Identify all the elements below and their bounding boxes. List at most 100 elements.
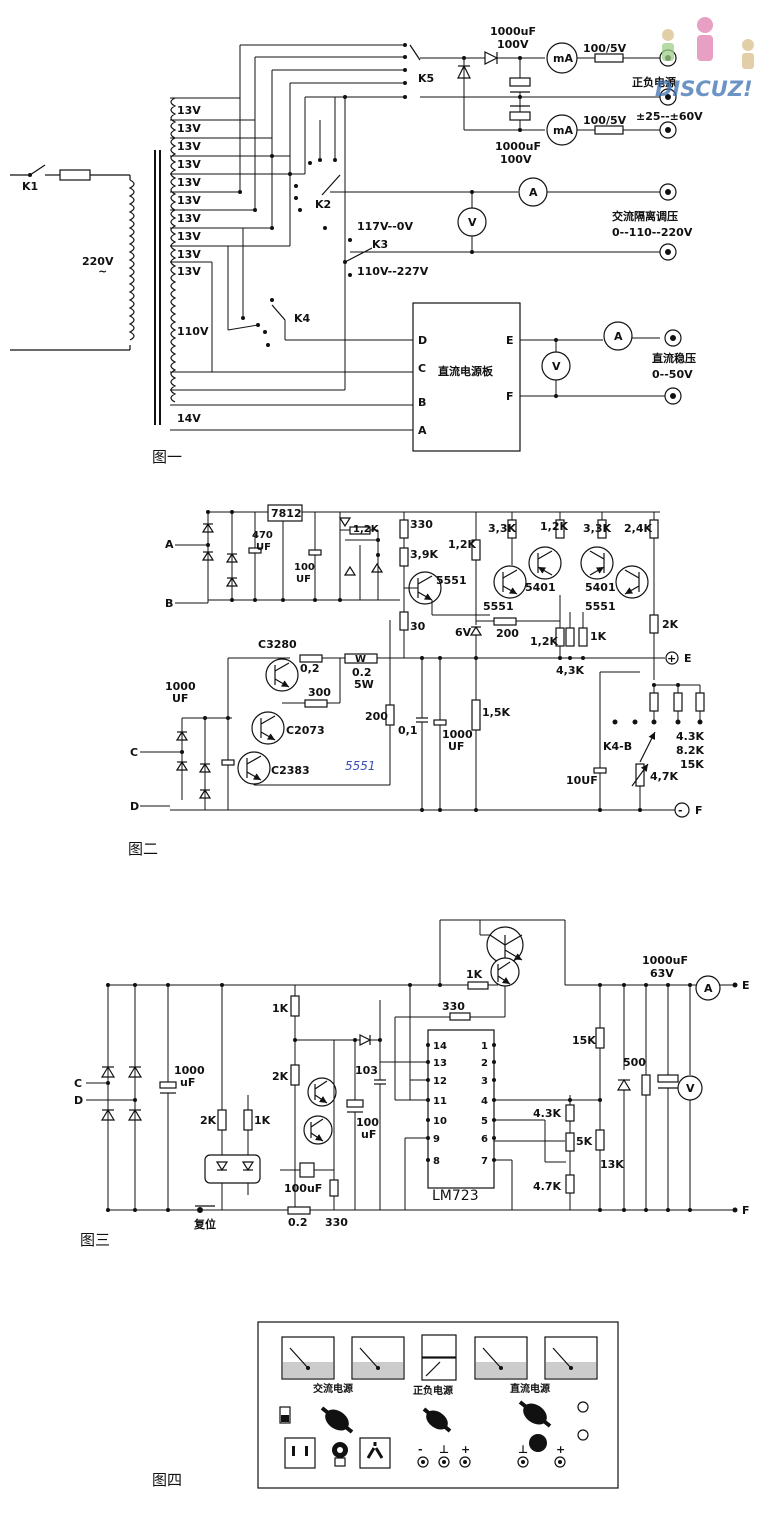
ic-pin-label: 8 (433, 1156, 440, 1167)
r24k-label: 2,4K (624, 522, 652, 535)
sel3-label: 15K (680, 758, 704, 771)
r12k-a-label: 1,2K (353, 524, 380, 535)
res1-label: 100/5V (583, 42, 627, 55)
sel1-label: 4.3K (676, 730, 704, 743)
pin-c: C (418, 362, 426, 375)
ic-pin (426, 1043, 430, 1047)
r39k-label: 3,9K (410, 548, 438, 561)
pin-e: E (684, 652, 692, 665)
c470u-label: UF (256, 542, 271, 553)
diode (484, 51, 499, 65)
figure-4-caption: 图四 (152, 1471, 182, 1489)
dc-ammeter (603, 321, 633, 351)
pin-c: C (74, 1077, 82, 1090)
pm-supply: 1000uF 100V 1000uF 100V mA mA 100/5V 100… (420, 25, 703, 166)
k4b-label: K4-B (603, 740, 632, 753)
tap-label: 13V (177, 265, 201, 278)
capacitor (509, 77, 531, 87)
resistor (217, 1109, 227, 1131)
c01-label: 0,1 (398, 724, 418, 737)
pin-e: E (742, 979, 750, 992)
r47k-label: 4.7K (533, 1180, 561, 1193)
k3-label: K3 (372, 238, 388, 251)
c2383-label: C2383 (271, 764, 310, 777)
resistor (329, 1179, 339, 1197)
r200b-label: 200 (365, 710, 388, 723)
figure-1: K1 220V ~ 13V 13V 13V 13V 13V 13V 13V 13… (10, 17, 754, 466)
ic-pin-label: 14 (433, 1041, 447, 1052)
c1000-label: 1000 (165, 680, 196, 693)
resistor (467, 981, 489, 990)
pin-f: F (695, 804, 703, 817)
t5551b-label: 5551 (483, 600, 514, 613)
pin-d: D (418, 334, 427, 347)
dc-board: 直流电源板 D C B A E F A V 直流稳压 0--50V (412, 302, 696, 452)
r1k-b-label: 1K (272, 1002, 289, 1015)
resistor (493, 617, 517, 626)
c100-label: 100 (294, 562, 315, 573)
figure-4: 交流电源 正负电源 直流电源 (152, 1321, 619, 1489)
capacitor (346, 1099, 364, 1108)
mains-input: K1 220V ~ (10, 164, 131, 351)
c103-label: 103 (355, 1064, 378, 1077)
pm-range: ±25--±60V (636, 110, 703, 123)
k3-bot-label: 110V--227V (357, 265, 429, 278)
switch-wiring: K5 K2 (211, 43, 434, 390)
r2k-label: 2K (662, 618, 679, 631)
r330-label: 330 (410, 518, 433, 531)
ic-pin-label: 1 (481, 1041, 488, 1052)
resistor (290, 1064, 300, 1086)
reg-label: 7812 (271, 507, 302, 520)
resistor (399, 611, 409, 631)
resistor (578, 627, 588, 647)
meter-pm (421, 1334, 457, 1381)
resistor (555, 519, 565, 539)
tap-label: 13V (177, 248, 201, 261)
r12k-b-label: 1,2K (448, 538, 476, 551)
ic-pin-label: 11 (433, 1096, 447, 1107)
r330b-label: 330 (442, 1000, 465, 1013)
r1k-c-label: 1K (466, 968, 483, 981)
dc-board-box (412, 302, 521, 452)
tap-label: 13V (177, 158, 201, 171)
output-stage: 3,3K 1,2K 3,3K 2,4K 5551 5401 5 (483, 512, 692, 680)
reset-label: 复位 (193, 1217, 216, 1231)
dc-out-label: 直流稳压 (652, 351, 696, 365)
resistor (399, 519, 409, 539)
ic-pin (492, 1060, 496, 1064)
resistor (471, 699, 481, 731)
pin-a: A (418, 424, 427, 437)
capacitor (308, 549, 322, 556)
transistor-c3280 (265, 658, 299, 692)
r02-label: 0,2 (300, 662, 320, 675)
v14-label: 14V (177, 412, 201, 425)
board-label: 直流电源板 (438, 364, 494, 378)
resistor (595, 1129, 605, 1151)
resistor (243, 1109, 253, 1131)
driver-stage: 330 3,9K 30 5551 1,2K 6V 1,5K (399, 512, 560, 810)
c3280-label: C3280 (258, 638, 297, 651)
r13k-label: 13K (600, 1158, 624, 1171)
pm-gnd-label: ⊥ (439, 1443, 449, 1456)
tap-label: 13V (177, 104, 201, 117)
v110-label: 110V (177, 325, 209, 338)
transistor-5401 (580, 546, 614, 580)
cap1v-label: 100V (497, 38, 529, 51)
resistor (565, 1104, 575, 1122)
c100-label: 100 (356, 1116, 379, 1129)
bridge-ab: A B 470 UF 7812 (165, 504, 400, 610)
transistor-c2073 (251, 711, 285, 745)
meter-dc-2 (544, 1336, 598, 1380)
pm-label: 正负电源 (632, 75, 676, 89)
k4-label: K4 (294, 312, 311, 325)
t5401b-label: 5401 (585, 581, 616, 594)
sel2-label: 8.2K (676, 744, 704, 757)
cap1-label: 1000uF (490, 25, 536, 38)
capacitor (509, 111, 531, 121)
pm-minus-label: - (418, 1443, 423, 1456)
capacitor (657, 1074, 679, 1083)
r1k-a-label: 1K (254, 1114, 271, 1127)
transformer: 13V 13V 13V 13V 13V 13V 13V 13V 13V 13V … (128, 97, 420, 431)
tap-label: 13V (177, 230, 201, 243)
